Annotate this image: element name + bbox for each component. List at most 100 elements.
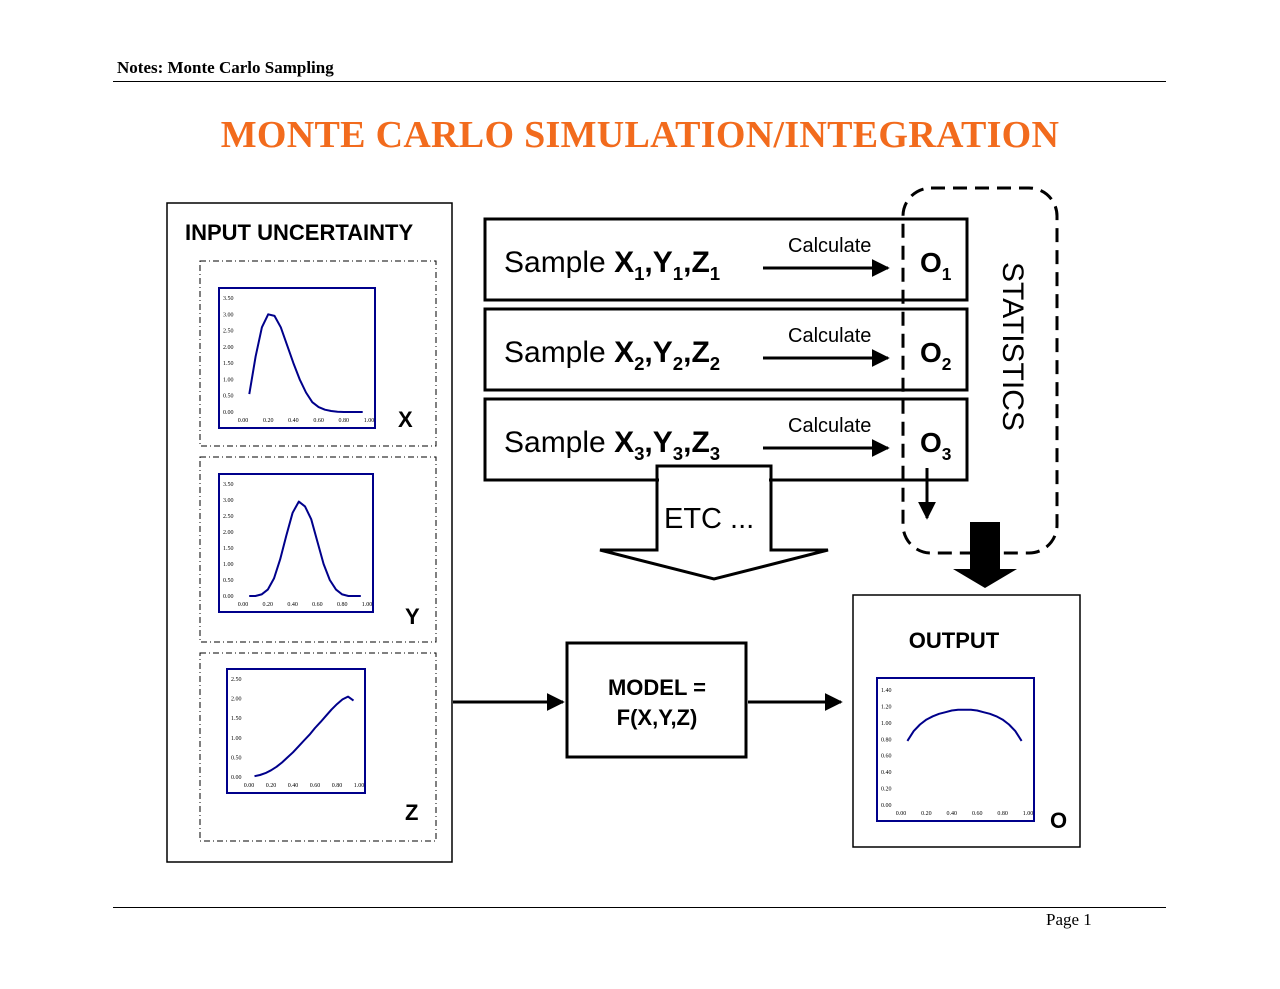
y-tick-label: 0.00 bbox=[881, 803, 892, 809]
chart-frame bbox=[876, 677, 1035, 822]
calculate-label-2: Calculate bbox=[788, 325, 871, 347]
output-distribution-chart: 0.00 0.20 0.40 0.60 0.80 1.00 1.20 1.40 0.00 0.20… bbox=[876, 677, 1035, 822]
chart-frame bbox=[218, 473, 374, 613]
x-tick-label: 0.80 bbox=[339, 418, 350, 424]
model-line-2: F(X,Y,Z) bbox=[617, 705, 698, 730]
y-tick-label: 3.00 bbox=[223, 498, 234, 504]
input-panel-title: INPUT UNCERTAINTY bbox=[185, 220, 413, 245]
y-tick-label: 2.00 bbox=[223, 530, 234, 536]
output-panel bbox=[852, 594, 1081, 848]
output-o3: O3 bbox=[920, 427, 952, 464]
statistics-region bbox=[901, 186, 1059, 555]
y-tick-label: 0.20 bbox=[881, 787, 892, 793]
chart-frame bbox=[218, 287, 376, 429]
y-tick-label: 2.00 bbox=[231, 697, 242, 703]
x-tick-label: 0.40 bbox=[947, 811, 958, 817]
y-tick-label: 3.00 bbox=[223, 312, 234, 318]
calculate-label-1: Calculate bbox=[788, 235, 871, 257]
variable-x-label: X bbox=[398, 407, 413, 432]
y-tick-label: 1.00 bbox=[231, 736, 242, 742]
footer-divider bbox=[113, 907, 1166, 908]
x-tick-label: 0.20 bbox=[921, 811, 932, 817]
x-tick-label: 0.20 bbox=[263, 418, 274, 424]
statistics-to-output-arrow bbox=[953, 522, 1017, 588]
y-tick-label: 0.50 bbox=[223, 578, 234, 584]
input-x-frame bbox=[199, 260, 437, 447]
y-distribution-chart: 0.00 0.50 1.00 1.50 2.00 2.50 3.00 3.50 0.00 0.20… bbox=[218, 473, 374, 613]
series-line bbox=[906, 708, 1023, 742]
variable-z-label: Z bbox=[405, 800, 418, 825]
sample-row-1 bbox=[483, 217, 969, 302]
y-tick-label: 1.50 bbox=[231, 716, 242, 722]
x-tick-label: 0.80 bbox=[332, 783, 343, 789]
y-tick-label: 2.50 bbox=[231, 677, 242, 683]
x-tick-label: 0.60 bbox=[310, 783, 321, 789]
y-tick-label: 1.00 bbox=[223, 377, 234, 383]
x-tick-label: 1.00 bbox=[354, 783, 365, 789]
sample-row-2 bbox=[483, 307, 969, 392]
y-tick-label: 0.00 bbox=[223, 594, 234, 600]
variable-y-label: Y bbox=[405, 604, 420, 629]
etc-arrow-gap bbox=[659, 478, 769, 482]
x-tick-label: 0.20 bbox=[263, 602, 274, 608]
page-number: Page 1 bbox=[1046, 910, 1092, 929]
x-tick-label: 0.80 bbox=[337, 602, 348, 608]
y-tick-label: 1.00 bbox=[881, 721, 892, 727]
x-tick-label: 0.60 bbox=[313, 418, 324, 424]
notes-header: Notes: Monte Carlo Sampling bbox=[117, 58, 334, 77]
series-line bbox=[248, 313, 363, 413]
statistics-label: STATISTICS bbox=[996, 262, 1029, 431]
y-tick-label: 0.60 bbox=[881, 754, 892, 760]
series-line bbox=[254, 695, 355, 778]
x-tick-label: 0.40 bbox=[287, 602, 298, 608]
x-tick-label: 0.40 bbox=[288, 783, 299, 789]
input-y-frame bbox=[199, 456, 437, 643]
y-tick-label: 2.00 bbox=[223, 345, 234, 351]
x-tick-label: 0.20 bbox=[266, 783, 277, 789]
y-tick-label: 0.50 bbox=[231, 755, 242, 761]
y-tick-label: 0.00 bbox=[231, 775, 242, 781]
x-tick-label: 0.60 bbox=[972, 811, 983, 817]
output-variable-label: O bbox=[1050, 808, 1067, 833]
output-o1: O1 bbox=[920, 247, 952, 284]
model-box bbox=[565, 641, 748, 759]
y-tick-label: 3.50 bbox=[223, 482, 234, 488]
etc-label: ETC ... bbox=[664, 503, 754, 535]
sample-text-1: Sample X1,Y1,Z1 bbox=[504, 246, 720, 284]
sample-text-3: Sample X3,Y3,Z3 bbox=[504, 426, 720, 464]
header-divider bbox=[113, 81, 1166, 82]
x-tick-label: 0.00 bbox=[896, 811, 907, 817]
y-tick-label: 1.20 bbox=[881, 704, 892, 710]
y-tick-label: 0.80 bbox=[881, 737, 892, 743]
page-title: MONTE CARLO SIMULATION/INTEGRATION bbox=[220, 114, 1060, 156]
x-tick-label: 1.00 bbox=[1023, 811, 1034, 817]
sample-text-2: Sample X2,Y2,Z2 bbox=[504, 336, 720, 374]
y-tick-label: 2.50 bbox=[223, 329, 234, 335]
series-line bbox=[249, 500, 361, 597]
x-tick-label: 1.00 bbox=[362, 602, 373, 608]
output-o2: O2 bbox=[920, 337, 951, 374]
y-tick-label: 1.50 bbox=[223, 546, 234, 552]
y-tick-label: 3.50 bbox=[223, 296, 234, 302]
x-tick-label: 0.00 bbox=[238, 418, 249, 424]
chart-frame bbox=[226, 668, 366, 794]
z-distribution-chart: 0.00 0.50 1.00 1.50 2.00 2.50 0.00 0.20 0.40 0.60… bbox=[226, 668, 366, 794]
y-tick-label: 1.40 bbox=[881, 688, 892, 694]
calculate-label-3: Calculate bbox=[788, 415, 871, 437]
input-z-frame bbox=[199, 652, 437, 842]
input-uncertainty-panel bbox=[166, 202, 453, 863]
y-tick-label: 2.50 bbox=[223, 514, 234, 520]
y-tick-label: 1.00 bbox=[223, 562, 234, 568]
x-tick-label: 0.00 bbox=[238, 602, 249, 608]
y-tick-label: 0.40 bbox=[881, 770, 892, 776]
y-tick-label: 0.50 bbox=[223, 394, 234, 400]
x-tick-label: 0.00 bbox=[244, 783, 255, 789]
output-panel-title: OUTPUT bbox=[909, 628, 1000, 653]
x-tick-label: 1.00 bbox=[364, 418, 375, 424]
x-tick-label: 0.40 bbox=[288, 418, 299, 424]
y-tick-label: 0.00 bbox=[223, 410, 234, 416]
x-tick-label: 0.60 bbox=[312, 602, 323, 608]
model-line-1: MODEL = bbox=[608, 675, 706, 700]
